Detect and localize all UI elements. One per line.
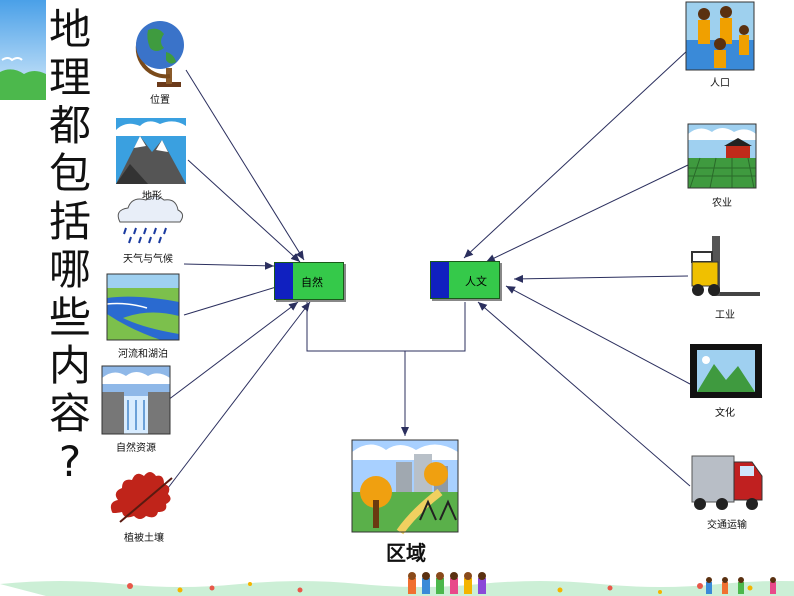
arrow-resources — [167, 301, 299, 401]
title-char: ? — [58, 437, 82, 486]
region-label: 区域 — [386, 541, 426, 565]
label-landform: 地形 — [142, 191, 162, 202]
footer-decoration — [0, 572, 794, 596]
node-nature-tab — [275, 263, 293, 299]
arrow-location — [185, 69, 305, 261]
label-vegetation: 植被土壤 — [124, 533, 164, 544]
node-human: 人文 — [430, 261, 500, 299]
arrow-vegetation — [167, 301, 311, 489]
title-char: 容 — [48, 389, 91, 438]
label-location: 位置 — [150, 95, 170, 106]
rain-cloud-icon — [117, 195, 184, 244]
label-rivers: 河流和湖泊 — [118, 349, 168, 360]
title-char: 些 — [48, 293, 91, 342]
arrow-landform — [187, 159, 301, 263]
arrow-rivers — [183, 282, 287, 316]
arrow-agriculture — [485, 164, 689, 263]
label-transport: 交通运输 — [707, 520, 747, 531]
title-char: 哪 — [48, 245, 91, 294]
forklift-icon — [691, 236, 760, 296]
page-title: 地理都包括哪些内容? — [40, 6, 100, 486]
title-char: 都 — [48, 101, 91, 150]
title-char: 包 — [48, 149, 91, 198]
landscape-picture-icon — [690, 344, 762, 398]
node-nature-label: 自然 — [301, 276, 323, 289]
title-char: 理 — [48, 53, 91, 102]
people-icon — [685, 1, 755, 71]
arrow-climate — [183, 261, 275, 270]
label-agriculture: 农业 — [712, 198, 732, 209]
globe-icon — [135, 21, 184, 87]
arrow-industry — [513, 274, 689, 283]
title-char: 括 — [48, 197, 91, 246]
label-climate: 天气与气候 — [123, 254, 173, 265]
arrow-population — [463, 49, 689, 259]
corner-decoration — [0, 0, 46, 100]
node-human-tab — [431, 262, 449, 298]
label-population: 人口 — [710, 78, 730, 89]
label-resources: 自然资源 — [116, 443, 156, 454]
truck-icon — [691, 455, 763, 510]
farm-icon — [687, 123, 757, 189]
park-icon — [351, 439, 459, 535]
mountain-icon — [116, 118, 186, 184]
title-char: 内 — [48, 341, 91, 390]
arrow-culture — [505, 285, 691, 385]
node-nature: 自然 — [274, 262, 344, 300]
region-connector — [306, 302, 466, 436]
left-arrows — [167, 69, 311, 489]
arrow-transport — [477, 301, 691, 487]
leaf-icon — [110, 472, 173, 523]
river-icon — [106, 273, 180, 341]
node-human-label: 人文 — [465, 275, 487, 288]
title-char: 地 — [48, 5, 91, 54]
label-industry: 工业 — [715, 310, 735, 321]
waterfall-icon — [101, 365, 171, 435]
label-culture: 文化 — [715, 408, 735, 419]
right-arrows — [463, 49, 691, 487]
